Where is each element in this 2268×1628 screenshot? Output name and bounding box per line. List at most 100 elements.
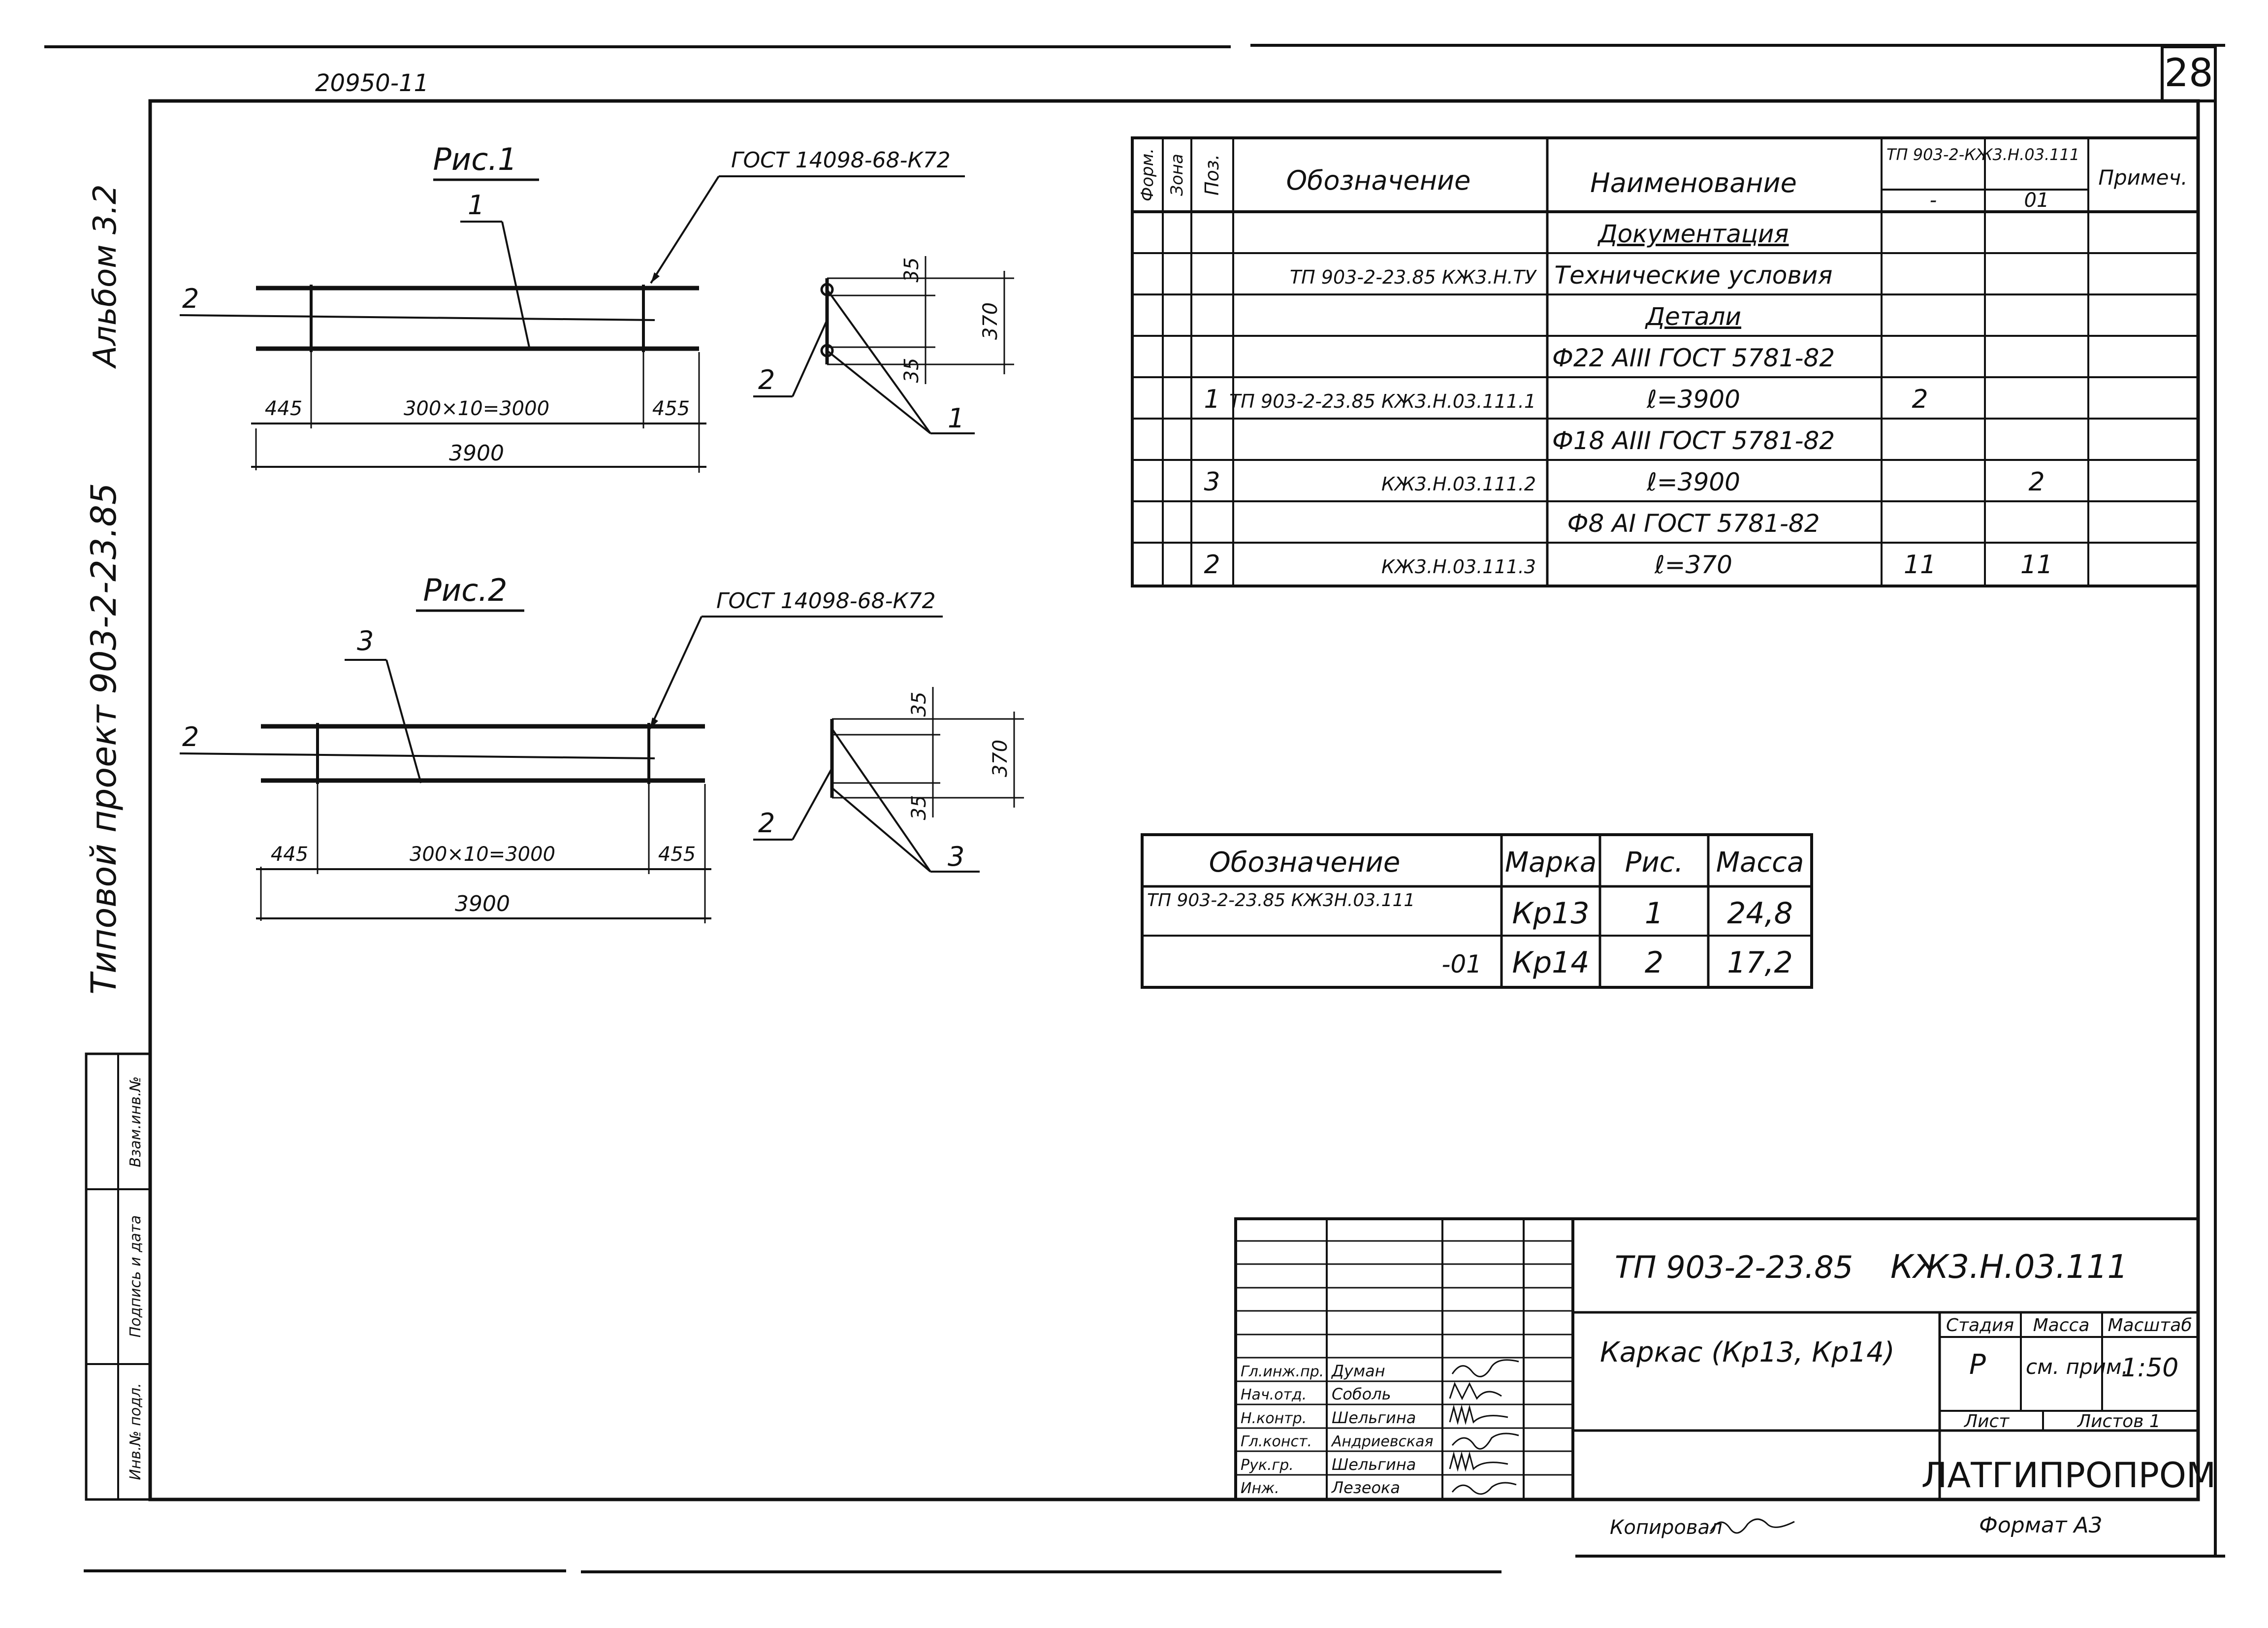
fig2-dim-left: 445 xyxy=(271,843,308,866)
tb-mass-label: Масса xyxy=(2033,1315,2090,1335)
spec-row: Документация xyxy=(1132,220,2198,254)
fig2-title: Рис.2 xyxy=(423,572,508,608)
tb-role-6-name: Лезеока xyxy=(1331,1478,1400,1497)
spec-row-name: ℓ=370 xyxy=(1654,551,1732,579)
spec-row: Ф8 АI ГОСТ 5781-82 xyxy=(1132,509,2198,544)
page-number: 28 xyxy=(2164,51,2213,96)
spec-row-pos: 1 xyxy=(1204,385,1220,414)
tb-role-2: Нач.отд. xyxy=(1241,1386,1307,1403)
fig1-title: Рис.1 xyxy=(433,141,517,177)
outer-frame xyxy=(44,44,2225,1573)
spec-header-name: Наименование xyxy=(1590,167,1797,198)
spec-row-q2: 2 xyxy=(2028,467,2044,497)
side-stamp: Взам.инв.№ Подпись и дата Инв.№ подл. xyxy=(85,1052,152,1501)
fig1-sec-dim-bottom: 35 xyxy=(900,358,923,383)
tb-role-5: Рук.гр. xyxy=(1241,1457,1294,1474)
tb-role-3: Н.контр. xyxy=(1241,1410,1307,1427)
fig2-dim-right: 455 xyxy=(658,843,696,866)
fig1-dim-center: 300×10=3000 xyxy=(404,397,549,420)
spec-table: Форм. Зона Поз. Обозначение Наименование… xyxy=(1131,136,2200,587)
fig2-leader-2: 2 xyxy=(182,721,199,752)
fig1-dim-right: 455 xyxy=(652,397,690,420)
spec-row-pos: 3 xyxy=(1204,467,1220,497)
spec-row: Ф22 АIII ГОСТ 5781-82 xyxy=(1132,344,2198,378)
tb-role-1: Гл.инж.пр. xyxy=(1241,1363,1324,1380)
marks-row-2-mark: Кр14 xyxy=(1512,945,1589,980)
tb-sheet-label: Лист xyxy=(1963,1411,2010,1432)
copied-by: Копировал xyxy=(1610,1516,1723,1539)
tb-role-4: Гл.конст. xyxy=(1241,1433,1312,1450)
sheet-format: Формат А3 xyxy=(1979,1513,2103,1538)
side-stamp-field-3: Инв.№ подл. xyxy=(127,1383,144,1480)
figure-1: Рис.1 ГОСТ 14098-68-К72 1 2 445 300×10=3… xyxy=(179,141,1014,473)
marks-row-1-mass: 24,8 xyxy=(1727,896,1793,931)
tb-role-3-name: Шельгина xyxy=(1332,1408,1416,1427)
archive-number: 20950-11 xyxy=(315,69,429,97)
fig2-sec-dim-height: 370 xyxy=(989,740,1012,777)
spec-row-designation: ТП 903-2-23.85 КЖ3.Н.ТУ xyxy=(1290,266,1537,288)
side-label-album: Альбом 3.2 xyxy=(87,184,124,369)
fig2-sec-dim-bottom: 35 xyxy=(908,795,930,820)
spec-row-name: Документация xyxy=(1597,220,1789,248)
copied-by-signature-icon xyxy=(1710,1518,1795,1534)
fig2-gost-label: ГОСТ 14098-68-К72 xyxy=(716,588,936,614)
tb-mass-value: см. прим. xyxy=(2026,1355,2128,1379)
marks-row-2-designation: -01 xyxy=(1441,950,1482,978)
figure-2: Рис.2 ГОСТ 14098-68-К72 3 2 445 300×10=3… xyxy=(179,572,1024,923)
spec-header-zone: Зона xyxy=(1167,154,1187,196)
marks-header-mark: Марка xyxy=(1505,847,1597,879)
tb-role-5-name: Шельгина xyxy=(1332,1455,1416,1474)
side-label-project: Типовой проект 903-2-23.85 xyxy=(84,483,124,994)
marks-row: ТП 903-2-23.85 КЖ3Н.03.111 Кр13 1 24,8 xyxy=(1147,890,1793,931)
spec-header-designation: Обозначение xyxy=(1286,165,1471,196)
fig2-dim-center: 300×10=3000 xyxy=(410,843,555,866)
fig1-sec-dim-height: 370 xyxy=(979,302,1002,340)
tb-scale-value: 1:50 xyxy=(2121,1353,2179,1383)
side-stamp-field-1: Взам.инв.№ xyxy=(127,1076,144,1168)
fig2-sec-label-3: 3 xyxy=(948,841,964,872)
spec-header-qty-col1: - xyxy=(1930,189,1937,212)
tb-doc-code: КЖ3.Н.03.111 xyxy=(1890,1248,2128,1286)
marks-row-1-designation: ТП 903-2-23.85 КЖ3Н.03.111 xyxy=(1147,890,1415,911)
spec-row-designation: КЖ3.Н.03.111.3 xyxy=(1381,556,1536,578)
marks-header-fig: Рис. xyxy=(1625,847,1684,879)
spec-row-name: Ф22 АIII ГОСТ 5781-82 xyxy=(1552,344,1835,372)
fig1-gost-label: ГОСТ 14098-68-К72 xyxy=(731,148,951,173)
tb-project-code: ТП 903-2-23.85 xyxy=(1615,1249,1853,1285)
fig2-sec-label-2: 2 xyxy=(758,808,775,839)
spec-row-name: Ф18 АIII ГОСТ 5781-82 xyxy=(1552,426,1835,455)
tb-role-1-name: Думан xyxy=(1331,1362,1385,1380)
marks-row-2-fig: 2 xyxy=(1645,945,1663,980)
spec-header-format: Форм. xyxy=(1138,148,1157,201)
tb-role-2-name: Соболь xyxy=(1332,1385,1391,1403)
side-stamp-field-2: Подпись и дата xyxy=(127,1215,144,1338)
fig1-sec-label-2: 2 xyxy=(758,364,775,395)
fig2-dim-total: 3900 xyxy=(455,891,510,916)
tb-scale-label: Масштаб xyxy=(2108,1315,2192,1335)
spec-row: Ф18 АIII ГОСТ 5781-82 xyxy=(1132,426,2198,461)
marks-row-1-fig: 1 xyxy=(1645,896,1663,931)
marks-row: -01 Кр14 2 17,2 xyxy=(1441,945,1792,980)
marks-row-2-mass: 17,2 xyxy=(1727,945,1793,980)
fig1-sec-label-1: 1 xyxy=(948,403,964,434)
marks-table: Обозначение Марка Рис. Масса ТП 903-2-23… xyxy=(1141,833,1813,989)
tb-stage-value: Р xyxy=(1969,1349,1986,1381)
marks-row-1-mark: Кр13 xyxy=(1512,896,1589,931)
fig1-leader-2: 2 xyxy=(182,283,199,314)
tb-organization: ЛАТГИПРОПРОМ xyxy=(1921,1455,2216,1496)
spec-row-designation: ТП 903-2-23.85 КЖ3.Н.03.111.1 xyxy=(1229,391,1536,412)
spec-row-q2: 11 xyxy=(2020,550,2053,580)
spec-header-note: Примеч. xyxy=(2098,165,2187,190)
tb-object-name: Каркас (Кр13, Кр14) xyxy=(1600,1336,1895,1368)
fig1-dim-total: 3900 xyxy=(449,441,504,466)
spec-row-name: Ф8 АI ГОСТ 5781-82 xyxy=(1567,509,1820,538)
fig1-sec-dim-top: 35 xyxy=(900,258,923,283)
marks-header-designation: Обозначение xyxy=(1209,847,1401,879)
title-block: ТП 903-2-23.85 КЖ3.Н.03.111 Каркас (Кр13… xyxy=(1234,1217,2216,1501)
fig1-leader-1: 1 xyxy=(468,190,484,221)
fig2-leader-3: 3 xyxy=(357,625,374,656)
